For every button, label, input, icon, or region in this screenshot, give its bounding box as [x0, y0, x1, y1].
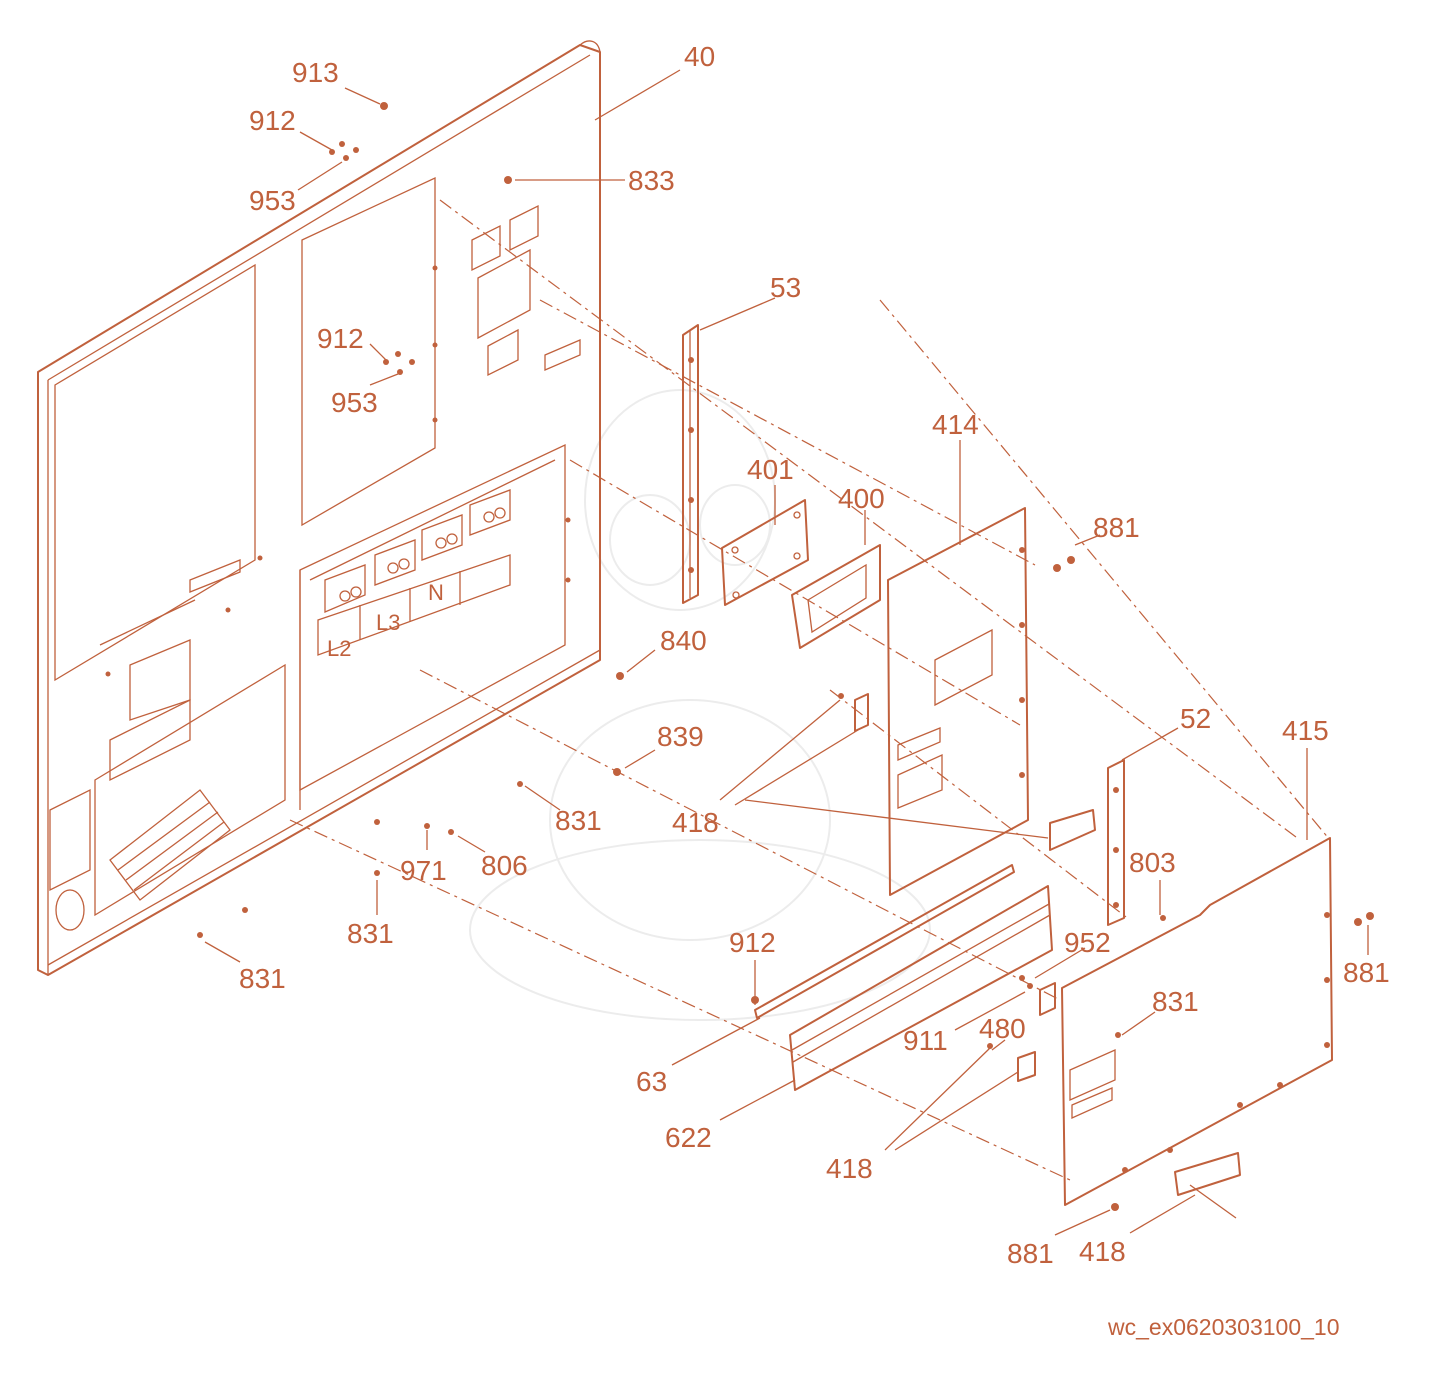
- part-label-911: 911: [903, 1025, 948, 1056]
- part-label-418: 418: [1079, 1236, 1126, 1267]
- terminal-l2-label: L2: [327, 636, 351, 661]
- part-label-480: 480: [979, 1013, 1026, 1044]
- cover-415: [1061, 837, 1333, 1206]
- rail-622: [789, 885, 1053, 1091]
- part-label-622: 622: [665, 1122, 712, 1153]
- part-label-418: 418: [672, 807, 719, 838]
- latch-418-upper: [854, 693, 1096, 851]
- part-label-53: 53: [770, 272, 801, 303]
- part-label-803: 803: [1129, 847, 1176, 878]
- part-label-833: 833: [628, 165, 675, 196]
- alignment-lines: [289, 199, 1331, 1181]
- part-label-913: 913: [292, 57, 339, 88]
- part-label-806: 806: [481, 850, 528, 881]
- part-label-415: 415: [1282, 715, 1329, 746]
- gasket-400: [791, 544, 881, 649]
- part-label-953: 953: [249, 185, 296, 216]
- terminal-markings: L2 L3 N: [327, 580, 444, 661]
- part-label-831: 831: [1152, 986, 1199, 1017]
- part-label-912: 912: [729, 927, 776, 958]
- part-label-881: 881: [1007, 1238, 1054, 1269]
- watermark-creature: [469, 389, 931, 1021]
- part-labels: 40 913 912 953 833 53 912 953 414 401 40…: [239, 41, 1390, 1269]
- figure-identifier: wc_ex0620303100_10: [1108, 1314, 1340, 1340]
- part-label-400: 400: [838, 483, 885, 514]
- part-label-912: 912: [249, 105, 296, 136]
- rear-panel-40: [37, 40, 601, 976]
- part-label-953: 953: [331, 387, 378, 418]
- part-label-40: 40: [684, 41, 715, 72]
- hinge-53: [682, 324, 699, 604]
- part-label-831: 831: [347, 918, 394, 949]
- panel-holes: [105, 265, 571, 677]
- cover-414: [887, 507, 1029, 896]
- part-label-831: 831: [239, 963, 286, 994]
- part-label-971: 971: [400, 855, 447, 886]
- part-label-63: 63: [636, 1066, 667, 1097]
- screws: [197, 102, 1374, 1211]
- part-label-952: 952: [1064, 927, 1111, 958]
- latch-418-lower: [1017, 1051, 1241, 1219]
- part-label-418: 418: [826, 1153, 873, 1184]
- part-label-52: 52: [1180, 703, 1211, 734]
- terminal-n-label: N: [428, 580, 444, 605]
- hinge-52: [1107, 759, 1125, 926]
- part-label-831: 831: [555, 805, 602, 836]
- leader-lines: [204, 69, 1369, 1236]
- plate-401: [721, 499, 809, 606]
- part-label-401: 401: [747, 454, 794, 485]
- part-label-881: 881: [1093, 512, 1140, 543]
- part-label-840: 840: [660, 625, 707, 656]
- part-label-912: 912: [317, 323, 364, 354]
- part-label-839: 839: [657, 721, 704, 752]
- terminal-l3-label: L3: [376, 610, 400, 635]
- part-label-414: 414: [932, 409, 979, 440]
- part-label-881: 881: [1343, 957, 1390, 988]
- strip-63: [754, 864, 1015, 1019]
